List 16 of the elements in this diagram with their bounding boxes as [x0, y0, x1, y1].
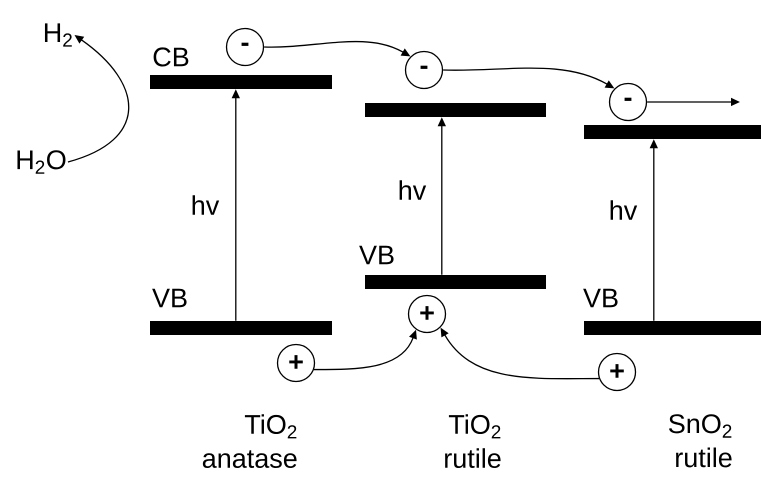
band-label: VB	[152, 288, 187, 308]
species-label: H$_{2}$	[44, 23, 72, 47]
arrow	[68, 35, 130, 163]
energy-band	[584, 321, 761, 335]
species-label: H$_{2}$O	[17, 150, 66, 174]
band-label: VB	[583, 288, 618, 308]
energy-band	[365, 275, 546, 289]
edge-label: hv	[192, 195, 220, 215]
energy-band	[150, 321, 332, 335]
band-label: CB	[154, 47, 188, 67]
edge-label: hv	[610, 200, 638, 220]
material-label: TiO$_{2}$ anatase	[202, 414, 297, 468]
band-label: VB	[359, 246, 394, 264]
edge-label: hv	[400, 180, 426, 200]
material-label: TiO$_{2}$ rutile	[445, 414, 501, 468]
material-label: SnO$_{2}$ rutile	[669, 414, 732, 468]
